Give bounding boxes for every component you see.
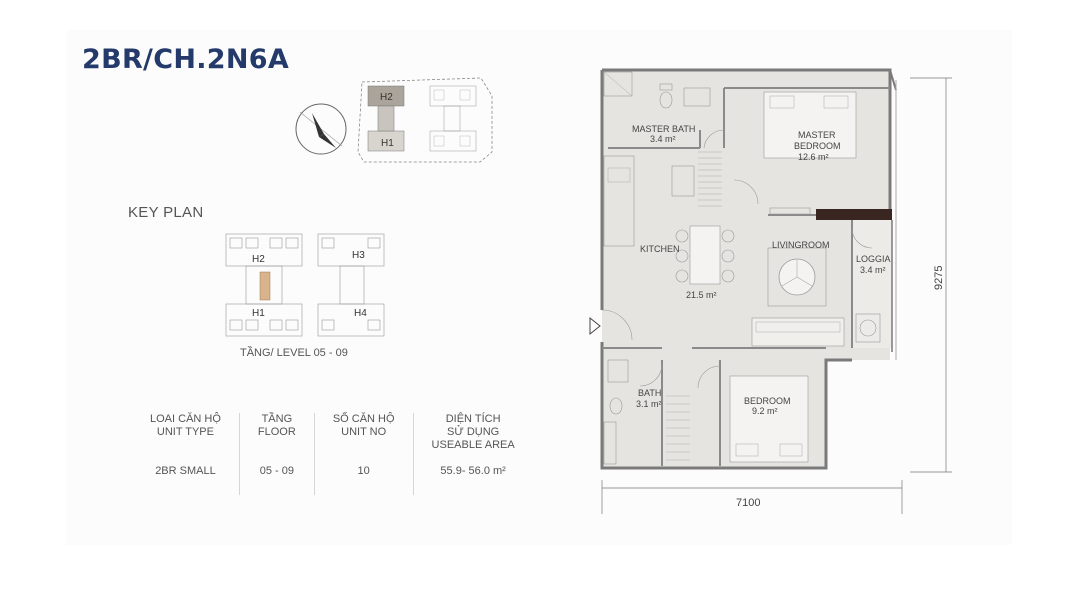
area-bedroom: 9.2 m²	[752, 406, 778, 416]
area-master-bedroom: 12.6 m²	[798, 152, 829, 162]
area-loggia: 3.4 m²	[860, 265, 886, 275]
key-label-h3: H3	[352, 250, 365, 261]
label-bedroom: BEDROOM	[744, 396, 791, 406]
value-floor: 05 - 09	[238, 457, 315, 495]
page-title: 2BR/CH.2N6A	[82, 44, 290, 75]
key-label-h4: H4	[354, 308, 367, 319]
label-master-bath: MASTER BATH	[632, 124, 695, 134]
value-unit-type: 2BR SMALL	[155, 465, 216, 477]
compass-icon	[295, 103, 347, 155]
area-master-bath: 3.4 m²	[650, 134, 676, 144]
key-label-h1: H1	[252, 308, 265, 319]
label-bath: BATH	[638, 388, 661, 398]
label-kitchen: KITCHEN	[640, 244, 680, 254]
dimension-height: 9275	[933, 266, 945, 290]
key-plan-label: KEY PLAN	[128, 204, 204, 221]
entry-arrow-icon	[589, 316, 601, 336]
floor-plan: MASTER BATH 3.4 m² MASTER BEDROOM 12.6 m…	[589, 68, 952, 514]
label-loggia: LOGGIA	[856, 254, 891, 264]
highlighted-unit	[259, 271, 271, 301]
structural-beam	[816, 209, 892, 220]
key-label-h2: H2	[252, 254, 265, 265]
label-master-bedroom-2: BEDROOM	[794, 141, 841, 151]
label-master-bedroom-1: MASTER	[798, 130, 836, 140]
value-unit-no: 10	[313, 457, 414, 495]
building-mini-plan: H2 H1	[357, 77, 493, 163]
mini-label-h2: H2	[380, 92, 393, 103]
floor-area	[602, 70, 890, 468]
dimension-width: 7100	[736, 497, 760, 509]
level-label: TẦNG/ LEVEL 05 - 09	[240, 347, 348, 359]
label-livingroom: LIVINGROOM	[772, 240, 830, 250]
mini-label-h1: H1	[381, 138, 394, 149]
key-plan-diagram: H2 H3 H1 H4	[225, 233, 385, 337]
area-bath: 3.1 m²	[636, 399, 662, 409]
area-livingroom: 21.5 m²	[686, 290, 717, 300]
value-area: 55.9- 56.0 m²	[412, 457, 533, 495]
